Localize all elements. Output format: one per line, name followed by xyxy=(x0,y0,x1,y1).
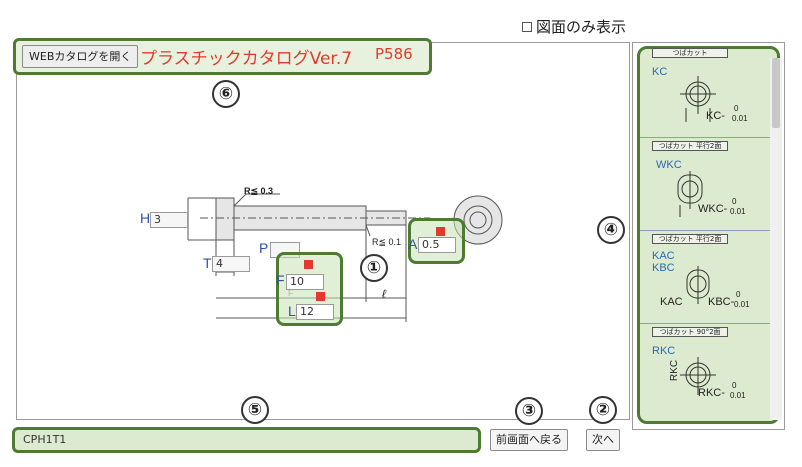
next-button[interactable]: 次へ xyxy=(586,429,620,451)
marker-1: ① xyxy=(360,254,388,282)
variant-tag: つばカット 平行2面 xyxy=(652,234,728,244)
t-label: T xyxy=(203,255,212,271)
marker-4: ④ xyxy=(597,216,625,244)
variant-code: KAC xyxy=(652,250,675,262)
variant-rkc-diagram xyxy=(680,357,716,395)
p-label: P xyxy=(259,240,269,256)
variant-tag: つばカット 平行2面 xyxy=(652,141,728,151)
editable-marker-icon xyxy=(436,227,445,236)
variant-dim: WKC- xyxy=(698,203,728,215)
ell-label: ℓ xyxy=(382,287,386,301)
l-label: L xyxy=(288,303,296,319)
open-web-catalog-button[interactable]: WEBカタログを開く xyxy=(22,45,139,68)
catalog-title: プラスチックカタログVer.7 xyxy=(140,49,353,69)
marker-5: ⑤ xyxy=(241,396,269,424)
h-label: H xyxy=(140,210,151,226)
variant-code: WKC xyxy=(656,159,682,171)
radius-top-label: R≦ 0.3 xyxy=(244,186,274,196)
a-label: A xyxy=(408,236,418,252)
pin-drawing xyxy=(187,193,503,322)
variant-code: RKC xyxy=(652,345,676,357)
h-value-field[interactable]: 3 xyxy=(150,212,188,228)
editable-marker-icon xyxy=(316,292,325,301)
variant-dim: KAC xyxy=(660,296,683,308)
back-button[interactable]: 前画面へ戻る xyxy=(490,429,568,451)
part-number-field[interactable]: CPH1T1 xyxy=(12,427,481,453)
variant-dim-2: KBC- xyxy=(708,296,735,308)
variant-kac-kbc[interactable]: つばカット 平行2面 KAC KBC KAC KBC- 0 0.01 xyxy=(640,232,770,324)
variant-tol-top: 0 xyxy=(732,197,737,206)
variant-code-2: KBC xyxy=(652,262,675,274)
checkbox-box[interactable] xyxy=(522,21,532,32)
marker-2: ② xyxy=(589,396,617,424)
a-value-field[interactable]: 0.5 xyxy=(418,237,456,253)
marker-6: ⑥ xyxy=(212,80,240,108)
editable-marker-icon xyxy=(304,260,313,269)
variant-tol-top: 0 xyxy=(736,290,741,299)
variant-kc[interactable]: つばカット KC KC- 0 0.01 xyxy=(640,46,770,138)
catalog-page-number: P586 xyxy=(375,45,413,63)
variant-kc-diagram xyxy=(680,76,716,122)
variant-scrollbar[interactable] xyxy=(770,58,782,420)
variant-tag: つばカット 90°2面 xyxy=(652,327,728,337)
variant-wkc-diagram xyxy=(677,171,703,217)
f-label: F xyxy=(276,272,285,288)
f-value-field[interactable]: 10 xyxy=(286,274,324,290)
variant-dim: RKC- xyxy=(698,387,725,399)
scrollbar-thumb[interactable] xyxy=(772,58,780,128)
variant-tol-bot: 0.01 xyxy=(730,391,746,400)
variant-tol-bot: 0.01 xyxy=(730,207,746,216)
marker-3: ③ xyxy=(515,397,543,425)
variant-dim: KC- xyxy=(706,110,725,122)
variant-tol-bot: 0.01 xyxy=(732,114,748,123)
radius-small-label: R≦ 0.1 xyxy=(372,237,402,247)
variant-code: KC xyxy=(652,66,668,78)
variant-rkc[interactable]: つばカット 90°2面 RKC RKC RKC- 0 0.01 xyxy=(640,325,770,417)
variant-wkc[interactable]: つばカット 平行2面 WKC WKC- 0 0.01 xyxy=(640,139,770,231)
variant-tag: つばカット xyxy=(652,48,728,58)
drawing-only-label: 図面のみ表示 xyxy=(536,18,627,36)
variant-tol-bot: 0.01 xyxy=(734,300,750,309)
drawing-panel xyxy=(16,42,630,420)
t-value-field[interactable]: 4 xyxy=(212,256,250,272)
variant-tol-top: 0 xyxy=(732,381,737,390)
l-value-field[interactable]: 12 xyxy=(296,304,334,320)
variant-tol-top: 0 xyxy=(734,104,739,113)
variant-kac-diagram xyxy=(686,266,710,304)
drawing-only-checkbox[interactable]: 図面のみ表示 xyxy=(522,16,626,37)
